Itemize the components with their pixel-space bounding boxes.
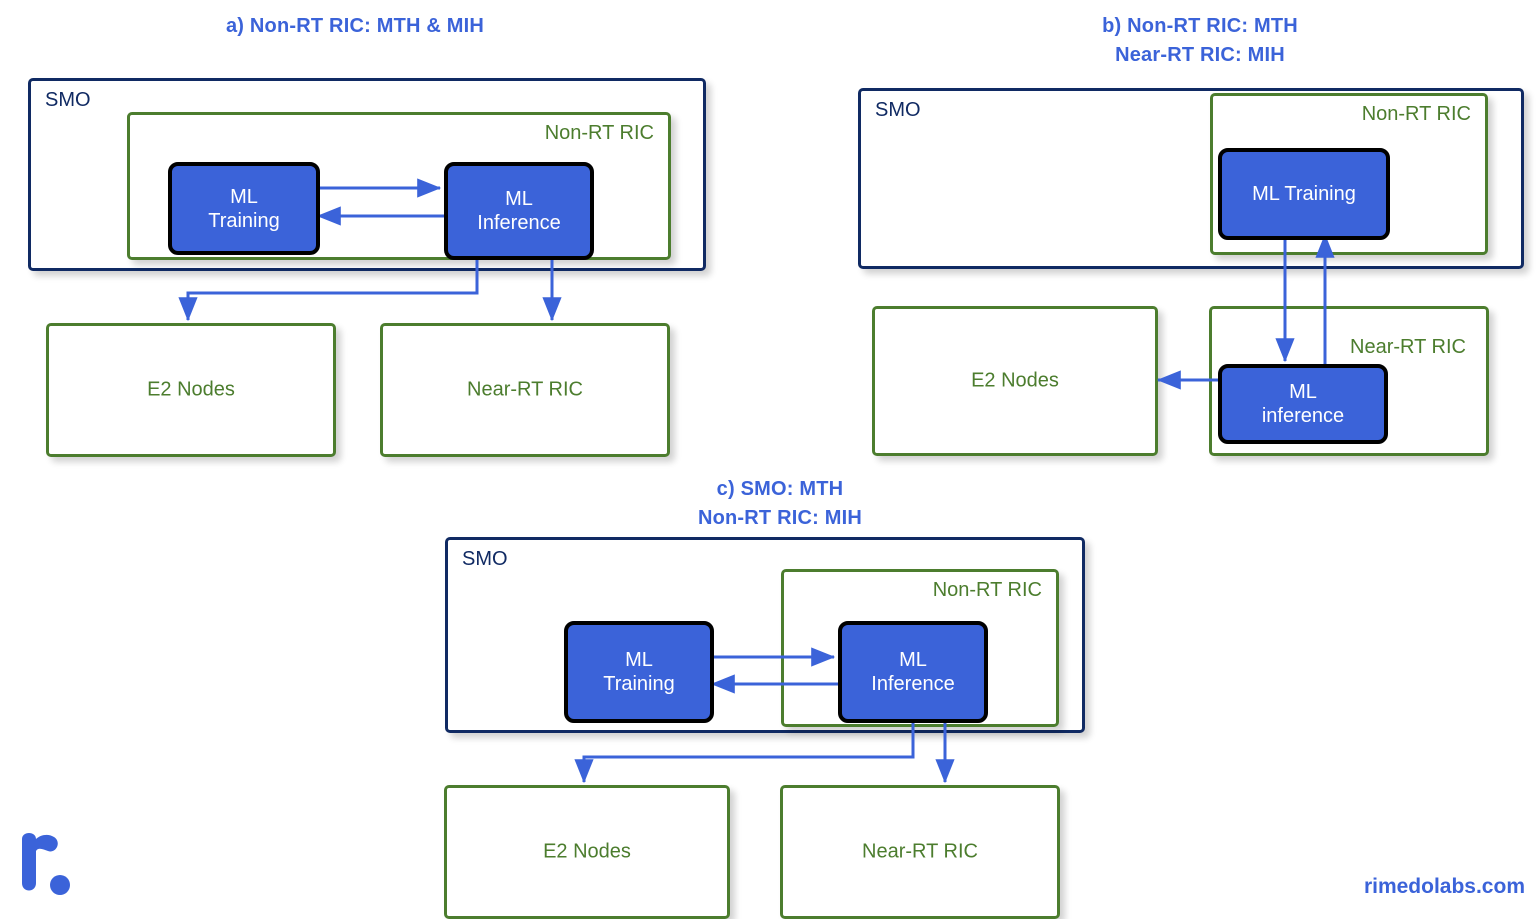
panel-b-smo-label: SMO <box>875 99 921 121</box>
panel-c-near-rt-ric-box: Near-RT RIC <box>780 785 1060 919</box>
panel-b-title: b) Non-RT RIC: MTH Near-RT RIC: MIH <box>1102 15 1298 66</box>
panel-c-near-rt-ric-label: Near-RT RIC <box>862 840 978 863</box>
panel-b-non-rt-ric-label: Non-RT RIC <box>1361 103 1471 125</box>
panel-a-near-rt-ric-label: Near-RT RIC <box>467 378 583 401</box>
panel-b-ml-inference-block: ML inference <box>1218 364 1388 444</box>
panel-a-ml-training-block: ML Training <box>168 162 320 255</box>
panel-c-smo-label: SMO <box>462 548 508 570</box>
panel-a-title: a) Non-RT RIC: MTH & MIH <box>225 15 485 37</box>
panel-b-ml-training-block: ML Training <box>1218 148 1390 240</box>
brand-footer: rimedolabs.com <box>1363 875 1525 898</box>
panel-c-ml-training-block: ML Training <box>564 621 714 723</box>
panel-a-ml-inference-block: ML Inference <box>444 162 594 260</box>
panel-c-e2-nodes-label: E2 Nodes <box>543 840 631 863</box>
panel-a-e2-nodes-box: E2 Nodes <box>46 323 336 457</box>
panel-c-e2-nodes-box: E2 Nodes <box>444 785 730 919</box>
panel-a-near-rt-ric-box: Near-RT RIC <box>380 323 670 457</box>
rimedo-r-logo-icon <box>22 833 70 895</box>
panel-b-e2-nodes-box: E2 Nodes <box>872 306 1158 456</box>
panel-a-non-rt-ric-label: Non-RT RIC <box>544 122 654 144</box>
panel-b-e2-nodes-label: E2 Nodes <box>971 369 1059 392</box>
panel-a-smo-label: SMO <box>45 89 91 111</box>
panel-c-title: c) SMO: MTH Non-RT RIC: MIH <box>697 478 863 529</box>
panel-a-e2-nodes-label: E2 Nodes <box>147 378 235 401</box>
panel-b-near-rt-ric-label: Near-RT RIC <box>1350 336 1466 358</box>
panel-c-ml-inference-block: ML Inference <box>838 621 988 723</box>
panel-c-non-rt-ric-label: Non-RT RIC <box>932 579 1042 601</box>
